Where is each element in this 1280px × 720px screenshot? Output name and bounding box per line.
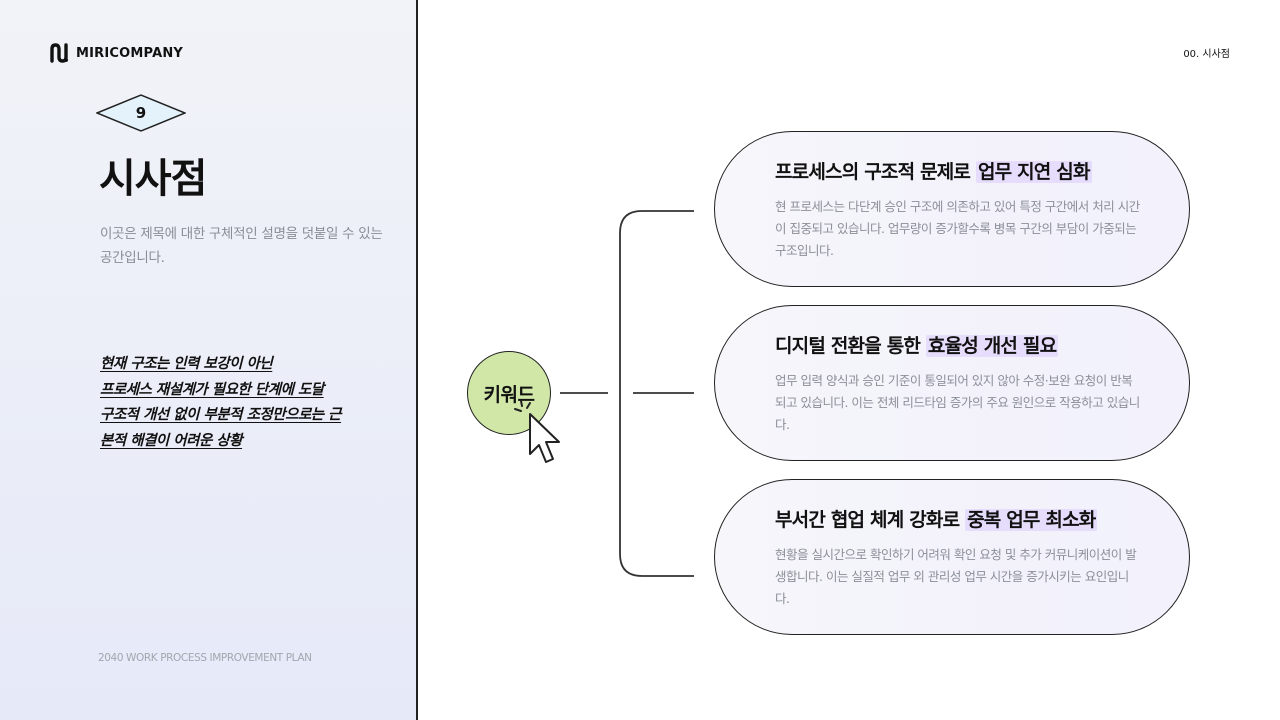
footer-text: 2040 WORK PROCESS IMPROVEMENT PLAN: [98, 652, 312, 664]
page-number: 9: [135, 104, 147, 122]
section-label: 00. 시사점: [1183, 49, 1230, 60]
card-title-text: 부서간 협업 체계 강화로: [775, 509, 966, 531]
left-panel: MIRICOMPANY 9 시사점 이곳은 제목에 대한 구체적인 설명을 덧붙…: [0, 0, 418, 720]
card-title-text: 프로세스의 구조적 문제로: [775, 161, 976, 183]
card-title-highlight: 업무 지연 심화: [975, 161, 1092, 183]
page-description: 이곳은 제목에 대한 구체적인 설명을 덧붙일 수 있는 공간입니다.: [100, 226, 383, 266]
insight-card: 디지털 전환을 통한 효율성 개선 필요 업무 입력 양식과 승인 기준이 통일…: [714, 305, 1190, 461]
pointer-cursor-icon: [514, 400, 560, 463]
page-number-badge: 9: [96, 94, 186, 132]
page-title: 시사점: [99, 156, 207, 202]
card-title: 부서간 협업 체계 강화로 중복 업무 최소화: [775, 505, 1098, 532]
diamond-shape: [96, 94, 186, 132]
insight-card: 프로세스의 구조적 문제로 업무 지연 심화 현 프로세스는 다단계 승인 구조…: [714, 131, 1190, 287]
card-body: 현 프로세스는 다단계 승인 구조에 의존하고 있어 특정 구간에서 처리 시간…: [775, 199, 1140, 258]
card-title-highlight: 효율성 개선 필요: [925, 335, 1059, 357]
brand-name: MIRICOMPANY: [76, 45, 184, 61]
callout-line: 프로세스 재설계가 필요한 단계에 도달: [100, 381, 324, 398]
keyword-label: 키워드: [483, 383, 535, 406]
brand[interactable]: MIRICOMPANY: [50, 42, 183, 64]
m-logo-icon: [50, 43, 68, 63]
callout-line: 현재 구조는 인력 보강이 아닌: [100, 356, 273, 372]
insight-card: 부서간 협업 체계 강화로 중복 업무 최소화 현황을 실시간으로 확인하기 어…: [714, 479, 1190, 635]
card-title-highlight: 중복 업무 최소화: [965, 509, 1098, 531]
card-title-text: 디지털 전환을 통한: [775, 335, 926, 357]
callout-line: 구조적 개선 없이 부분적 조정만으로는 근: [100, 407, 342, 423]
card-title: 디지털 전환을 통한 효율성 개선 필요: [775, 331, 1059, 358]
card-body: 업무 입력 양식과 승인 기준이 통일되어 있지 않아 수정·보완 요청이 반복…: [775, 373, 1140, 432]
card-title: 프로세스의 구조적 문제로 업무 지연 심화: [775, 157, 1092, 184]
callout-line: 본적 해결이 어려운 상황: [100, 432, 243, 449]
card-body: 현황을 실시간으로 확인하기 어려워 확인 요청 및 추가 커뮤니케이션이 발생…: [775, 547, 1137, 606]
callout: 현재 구조는 인력 보강이 아닌 프로세스 재설계가 필요한 단계에 도달 구조…: [100, 352, 370, 454]
